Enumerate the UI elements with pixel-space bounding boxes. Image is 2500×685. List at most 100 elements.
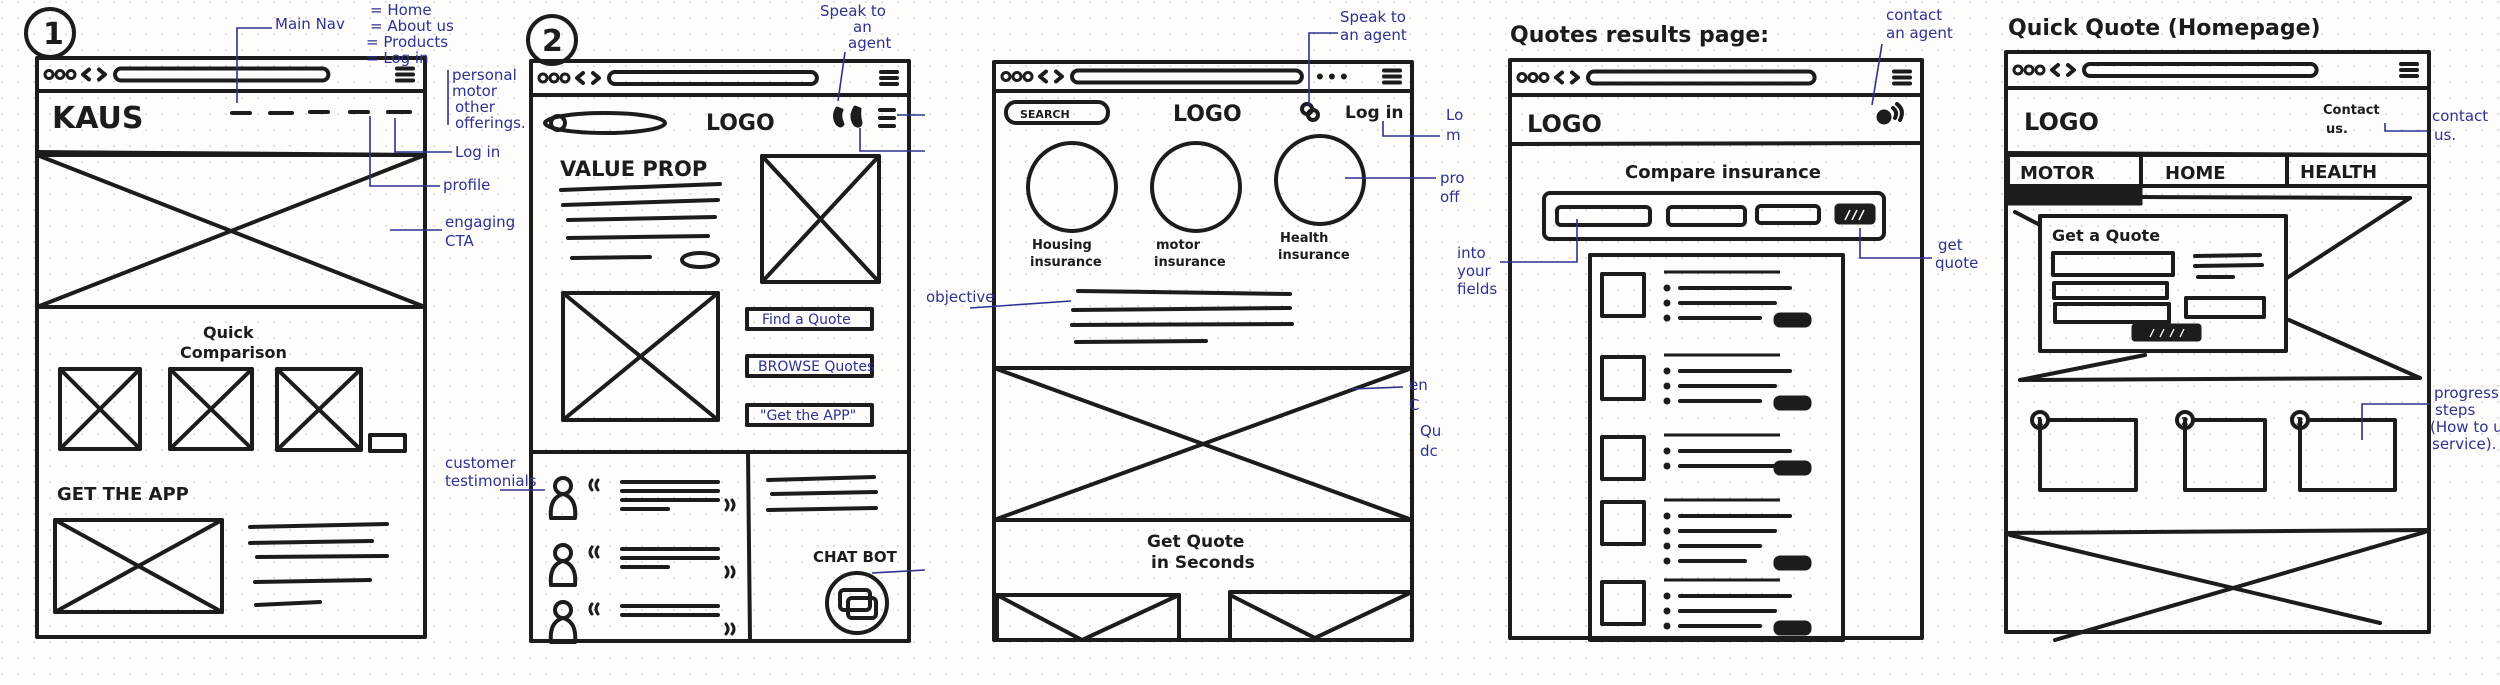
- search-input[interactable]: [1004, 100, 1110, 125]
- select-quote-button[interactable]: [1773, 312, 1812, 328]
- note-clipped: pro: [1440, 169, 1465, 187]
- contact-agent-icon[interactable]: [1876, 102, 1904, 125]
- wireframe-number: 2: [542, 24, 563, 59]
- input-field[interactable]: [2052, 281, 2169, 300]
- note-products-sub: personal: [452, 66, 517, 84]
- contact-us-link[interactable]: us.: [2326, 122, 2348, 137]
- note-clipped: en: [1409, 376, 1428, 394]
- address-bar[interactable]: [607, 70, 819, 86]
- number-circle: [526, 14, 578, 66]
- placeholder-cross: [35, 153, 427, 309]
- back-arrow-icon[interactable]: [575, 71, 585, 85]
- input-field[interactable]: [2051, 251, 2175, 277]
- login-link[interactable]: Log in: [1345, 103, 1404, 123]
- bullet-icon: [1663, 284, 1671, 292]
- tab-label: HOME: [2165, 163, 2226, 184]
- window-dot-icon: [537, 72, 549, 84]
- section-title: GET THE APP: [57, 484, 189, 505]
- quote-result-row: [1600, 353, 1812, 411]
- browser-frame: [2004, 50, 2431, 634]
- forward-arrow-icon[interactable]: [2066, 63, 2076, 77]
- tab-health[interactable]: HEALTH: [2285, 153, 2431, 188]
- provider-logo-placeholder: [1600, 355, 1646, 401]
- back-arrow-icon[interactable]: [81, 67, 91, 82]
- note-fields: fields: [1457, 280, 1497, 298]
- wireframe-4: Quotes results page: LOGO Compare insura…: [1457, 6, 1978, 642]
- agent-icon[interactable]: [1300, 102, 1320, 122]
- note-testimonials: customer: [445, 454, 516, 472]
- close-quote-icon: [724, 498, 736, 512]
- forward-arrow-icon[interactable]: [97, 67, 107, 82]
- agent-icon[interactable]: [833, 105, 863, 128]
- search-bar[interactable]: [543, 111, 667, 135]
- person-avatar-icon: [548, 616, 578, 644]
- address-bar[interactable]: [1586, 69, 1817, 86]
- browse-quotes-label: BROWSE Quotes: [758, 359, 874, 375]
- more-button[interactable]: [368, 433, 407, 453]
- hero-image-placeholder: [35, 153, 427, 309]
- forward-arrow-icon[interactable]: [1054, 69, 1064, 84]
- input-field[interactable]: [1555, 205, 1652, 227]
- quote-result-row: [1600, 270, 1812, 328]
- address-bar[interactable]: [1070, 68, 1304, 85]
- forward-arrow-icon[interactable]: [1570, 70, 1580, 85]
- bullet-icon: [1663, 447, 1671, 455]
- annotations: Speak to an agent Lo m pro off objective…: [926, 8, 1465, 460]
- comparison-image-placeholder: [168, 367, 254, 451]
- back-arrow-icon[interactable]: [1554, 70, 1564, 85]
- get-quote-button[interactable]: [1834, 203, 1876, 225]
- select-quote-button[interactable]: [1773, 555, 1812, 571]
- note-nav-item: = Home: [370, 1, 432, 19]
- browse-quotes-button[interactable]: [745, 354, 874, 378]
- back-arrow-icon[interactable]: [2050, 63, 2060, 77]
- note-login: Log in: [455, 143, 500, 161]
- window-dot-icon: [2023, 64, 2035, 76]
- placeholder-frame: [58, 367, 142, 451]
- bullet-icon: [1663, 314, 1671, 322]
- input-field[interactable]: [1755, 204, 1821, 225]
- annotations: Speak to an agent customer testimonials: [445, 2, 926, 574]
- bullet-icon: [1663, 527, 1671, 535]
- search-input-label: SEARCH: [1020, 108, 1070, 121]
- contact-us-link[interactable]: Contact: [2323, 103, 2380, 118]
- bullet-icon: [1663, 607, 1671, 615]
- input-field[interactable]: [2184, 296, 2266, 319]
- get-quote-submit-button[interactable]: [2131, 323, 2202, 342]
- get-app-button[interactable]: [745, 403, 874, 427]
- annotations: contact us. progress steps (How to use s…: [2361, 107, 2500, 453]
- text-lines: [559, 182, 722, 269]
- footer-image-placeholder: [1228, 590, 1414, 642]
- window-dot-icon: [1000, 71, 1012, 82]
- note-objective: objective: [926, 288, 995, 306]
- note-products-sub: other: [455, 98, 496, 116]
- select-quote-button[interactable]: [1773, 620, 1812, 636]
- chat-bot-icon[interactable]: [825, 571, 889, 635]
- note-speak-agent: Speak to: [820, 2, 886, 20]
- note-contact-agent: contact: [1886, 6, 1942, 24]
- annotations: Main Nav = Home = About us = Products = …: [236, 1, 526, 250]
- note-speak-agent: agent: [848, 34, 891, 52]
- input-field[interactable]: [1666, 205, 1747, 227]
- forward-arrow-icon[interactable]: [591, 71, 601, 85]
- address-bar[interactable]: [113, 66, 331, 83]
- footer-image-placeholder: [2008, 530, 2427, 642]
- select-quote-button[interactable]: [1773, 395, 1812, 411]
- find-quote-button[interactable]: [745, 307, 874, 331]
- placeholder-frame: [992, 366, 1414, 522]
- menu-icon[interactable]: [878, 108, 896, 128]
- provider-logo-placeholder: [1600, 580, 1646, 626]
- main-nav[interactable]: [230, 110, 412, 115]
- back-arrow-icon[interactable]: [1038, 69, 1048, 84]
- input-field[interactable]: [2053, 302, 2171, 324]
- note-products-sub: motor: [452, 82, 498, 100]
- address-bar[interactable]: [2082, 62, 2319, 78]
- select-quote-button[interactable]: [1773, 460, 1812, 476]
- bullet-icon: [1663, 462, 1671, 470]
- more-dot-icon: [1316, 73, 1323, 80]
- logo: KAUS: [52, 101, 144, 136]
- note-progress: steps: [2435, 401, 2475, 419]
- hero-image-placeholder: [760, 154, 881, 284]
